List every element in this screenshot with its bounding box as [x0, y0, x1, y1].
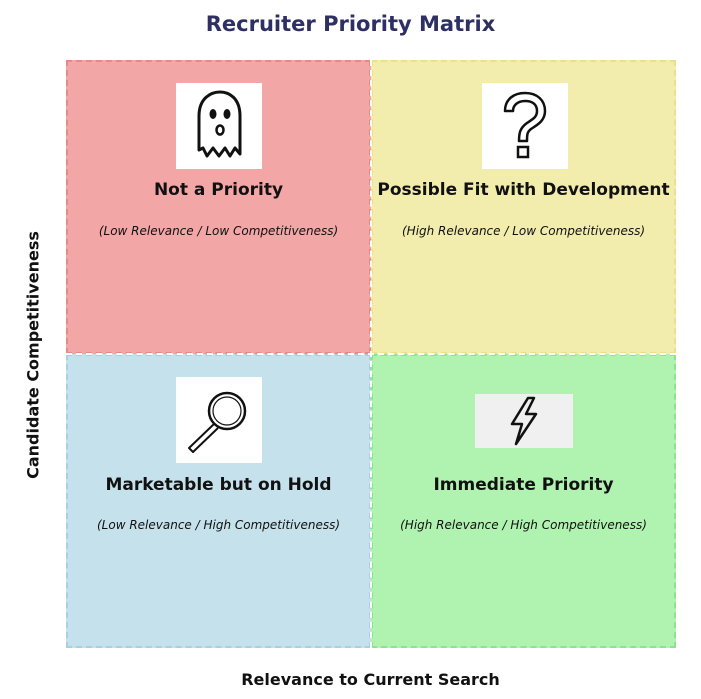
quadrant-subtitle: (Low Relevance / High Competitiveness) [96, 518, 341, 532]
ghost-icon [176, 83, 262, 169]
quadrant-subtitle: (High Relevance / Low Competitiveness) [401, 224, 646, 238]
matrix-title: Recruiter Priority Matrix [205, 12, 496, 36]
lightning-bolt-icon [475, 394, 573, 448]
quadrant-heading: Not a Priority [153, 180, 284, 200]
magnifier-icon [176, 377, 262, 463]
y-axis-label: Candidate Competitiveness [23, 231, 43, 479]
quadrant-heading: Possible Fit with Development [377, 180, 670, 200]
question-mark-icon [482, 83, 568, 169]
quadrant-subtitle: (Low Relevance / Low Competitiveness) [98, 224, 339, 238]
quadrant-subtitle: (High Relevance / High Competitiveness) [400, 518, 647, 532]
quadrant-possible-fit: Possible Fit with Development (High Rele… [371, 60, 676, 354]
x-axis-label: Relevance to Current Search [241, 670, 500, 689]
horizontal-divider [66, 353, 676, 355]
quadrant-marketable-on-hold: Marketable but on Hold (Low Relevance / … [66, 354, 371, 648]
quadrant-not-a-priority: Not a Priority (Low Relevance / Low Comp… [66, 60, 371, 354]
quadrant-heading: Marketable but on Hold [105, 475, 332, 495]
quadrant-heading: Immediate Priority [433, 475, 614, 495]
quadrant-immediate-priority: Immediate Priority (High Relevance / Hig… [371, 354, 676, 648]
